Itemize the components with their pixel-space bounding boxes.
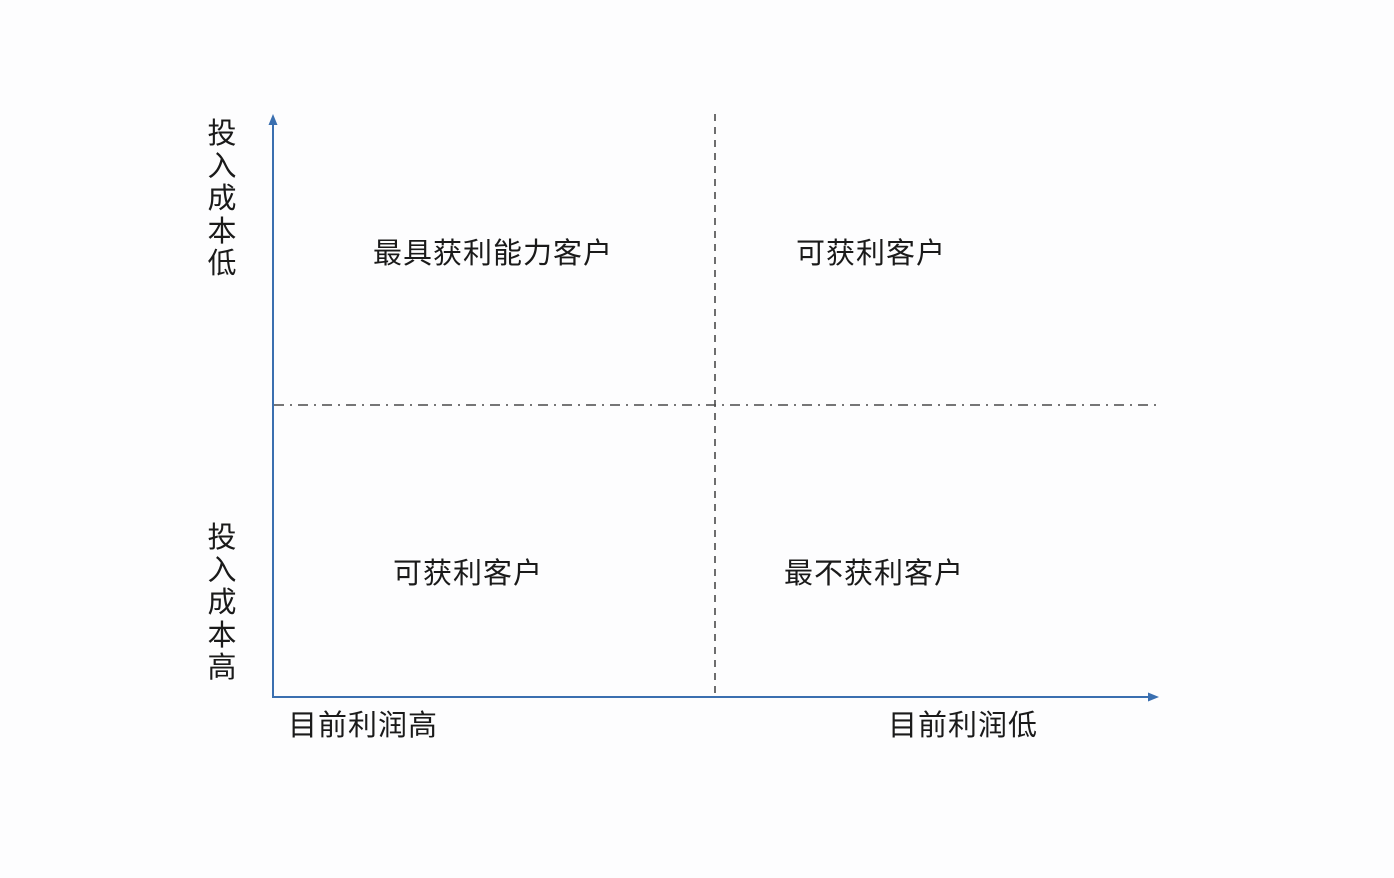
- y-bottom-char: 高: [207, 650, 237, 684]
- y-top-char: 成: [207, 181, 237, 215]
- x-axis-right-label: 目前利润低: [888, 708, 1039, 742]
- quadrant-top-left-label: 最具获利能力客户: [373, 236, 614, 270]
- y-axis-bottom-label: 投 入 成 本 高: [206, 521, 238, 684]
- quadrant-bottom-left-label: 可获利客户: [393, 556, 544, 590]
- y-axis-top-label: 投 入 成 本 低: [206, 117, 238, 280]
- y-bottom-char: 投: [207, 520, 237, 554]
- y-bottom-char: 本: [207, 617, 237, 652]
- y-top-char: 本: [207, 213, 237, 248]
- x-axis-arrow-icon: [1148, 692, 1159, 702]
- y-top-char: 投: [207, 116, 237, 150]
- x-axis-left-label: 目前利润高: [288, 708, 439, 742]
- quadrant-top-right-label: 可获利客户: [796, 236, 947, 270]
- quadrant-bottom-right-label: 最不获利客户: [784, 556, 965, 590]
- y-bottom-char: 入: [207, 552, 237, 587]
- y-axis-arrow-icon: [268, 114, 278, 125]
- y-top-char: 入: [207, 148, 237, 183]
- y-top-char: 低: [207, 246, 237, 280]
- y-bottom-char: 成: [207, 585, 237, 619]
